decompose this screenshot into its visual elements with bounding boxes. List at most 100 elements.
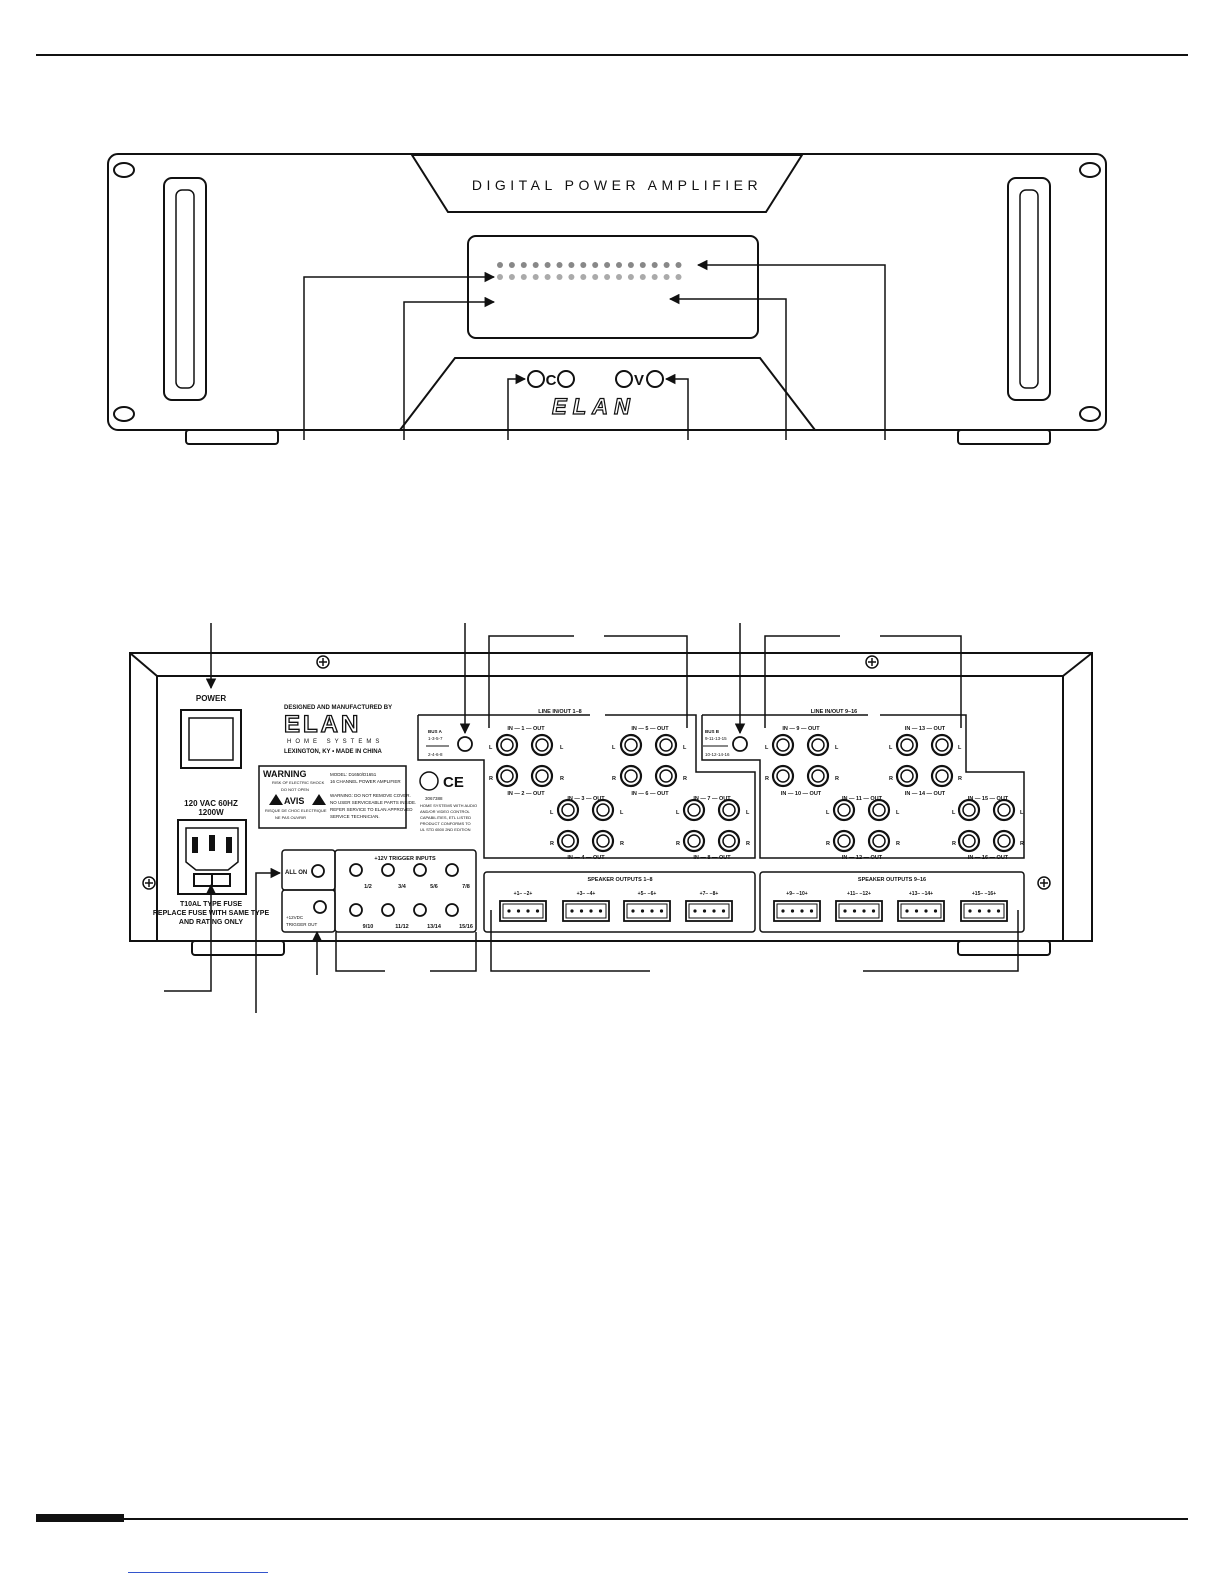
rca-jack[interactable] [682, 798, 706, 822]
rca-jack[interactable] [895, 733, 919, 757]
left-marker: L [1020, 810, 1024, 816]
trigger-jack[interactable] [413, 903, 427, 917]
avis-sub-2: NE PAS OUVRIR [275, 815, 306, 820]
callout-line [255, 867, 282, 1013]
rca-jack[interactable] [992, 798, 1016, 822]
trigger-jack[interactable] [381, 903, 395, 917]
speaker-terminal[interactable] [835, 900, 883, 922]
footer-link[interactable] [128, 1572, 268, 1573]
speaker-terminal-inner [838, 903, 880, 919]
trigger-jack[interactable] [413, 863, 427, 877]
rca-jack-ring [900, 738, 914, 752]
screw-icon [1037, 876, 1051, 890]
channel-4-label: IN — 4 — OUT [567, 855, 605, 861]
rca-jack[interactable] [771, 764, 795, 788]
right-marker: R [889, 776, 893, 782]
rca-jack-ring [837, 834, 851, 848]
speaker-terminal[interactable] [623, 900, 671, 922]
terminal-screw [871, 909, 876, 913]
rca-jack-ring [659, 769, 673, 783]
rca-jack-ring [935, 769, 949, 783]
rca-jack[interactable] [654, 764, 678, 788]
rca-jack[interactable] [619, 764, 643, 788]
c-button-left[interactable] [527, 370, 545, 388]
bus-b-switch[interactable] [732, 736, 748, 752]
trigger-out-jack[interactable] [313, 900, 327, 914]
callout-line [604, 635, 688, 728]
rca-jack[interactable] [832, 829, 856, 853]
certification-marks: CE 3067388 HOME SYSTEMS WITH AUDIO AND/O… [419, 771, 477, 832]
rca-jack[interactable] [930, 733, 954, 757]
warning-title: WARNING [263, 769, 307, 779]
rca-jack[interactable] [992, 829, 1016, 853]
rca-jack[interactable] [556, 829, 580, 853]
left-marker: L [835, 745, 839, 751]
speaker-terminal-inner [776, 903, 818, 919]
speaker-terminal[interactable] [773, 900, 821, 922]
c-button-label: C [546, 372, 557, 389]
rca-jack[interactable] [957, 829, 981, 853]
left-marker: L [746, 810, 750, 816]
rca-jack[interactable] [654, 733, 678, 757]
rca-jack[interactable] [717, 829, 741, 853]
rca-jack[interactable] [806, 733, 830, 757]
speaker-terminal[interactable] [562, 900, 610, 922]
trigger-jack[interactable] [445, 903, 459, 917]
rca-jack[interactable] [957, 798, 981, 822]
trigger-jack[interactable] [349, 863, 363, 877]
bus-a-switch[interactable] [457, 736, 473, 752]
right-marker: R [683, 776, 687, 782]
terminal-screw [987, 909, 991, 913]
trigger-title: +12V TRIGGER INPUTS [374, 856, 436, 862]
rca-jack[interactable] [930, 764, 954, 788]
trigger-label: 15/16 [459, 924, 473, 930]
callout-line [880, 635, 962, 728]
line-io-title-a: LINE IN/OUT 1–8 [538, 709, 581, 715]
channel-6-label: IN — 6 — OUT [631, 791, 669, 797]
rca-jack[interactable] [591, 829, 615, 853]
led-indicator [520, 274, 527, 280]
speaker-terminal[interactable] [897, 900, 945, 922]
terminal-screw [516, 909, 521, 913]
c-button-right[interactable] [557, 370, 575, 388]
rca-jack[interactable] [530, 733, 554, 757]
rca-jack[interactable] [591, 798, 615, 822]
rca-jack[interactable] [832, 798, 856, 822]
rca-jack[interactable] [495, 733, 519, 757]
speaker-terminal[interactable] [685, 900, 733, 922]
warning-body-3: REFER SERVICE TO ELAN APPROVED [330, 807, 413, 812]
rca-jack[interactable] [717, 798, 741, 822]
rca-jack[interactable] [619, 733, 643, 757]
terminal-screw [640, 909, 645, 913]
rca-jack[interactable] [867, 829, 891, 853]
speaker-terminal-inner [963, 903, 1005, 919]
speaker-terminal[interactable] [960, 900, 1008, 922]
channel-16-label: IN — 16 — OUT [968, 855, 1009, 861]
callout-line [664, 373, 689, 440]
trigger-jack[interactable] [445, 863, 459, 877]
terminal-screw [862, 909, 866, 913]
led-indicator [627, 262, 634, 268]
speaker-terminal[interactable] [499, 900, 547, 922]
bus-b-label: BUS B [705, 729, 720, 734]
trigger-jack[interactable] [381, 863, 395, 877]
callout-line [490, 910, 650, 972]
rca-jack[interactable] [682, 829, 706, 853]
rca-jack[interactable] [530, 764, 554, 788]
page-tab [36, 1514, 124, 1522]
all-on-jack[interactable] [311, 864, 325, 878]
trigger-label: 3/4 [398, 884, 407, 890]
v-button-left[interactable] [615, 370, 633, 388]
rca-jack[interactable] [867, 798, 891, 822]
trigger-jack[interactable] [349, 903, 363, 917]
terminal-screw [977, 909, 982, 913]
power-switch[interactable] [180, 709, 242, 769]
rca-jack[interactable] [895, 764, 919, 788]
rca-jack[interactable] [806, 764, 830, 788]
v-button-right[interactable] [646, 370, 664, 388]
led-indicator [544, 262, 551, 268]
rca-jack[interactable] [556, 798, 580, 822]
right-marker: R [560, 776, 564, 782]
rca-jack[interactable] [771, 733, 795, 757]
rca-jack[interactable] [495, 764, 519, 788]
